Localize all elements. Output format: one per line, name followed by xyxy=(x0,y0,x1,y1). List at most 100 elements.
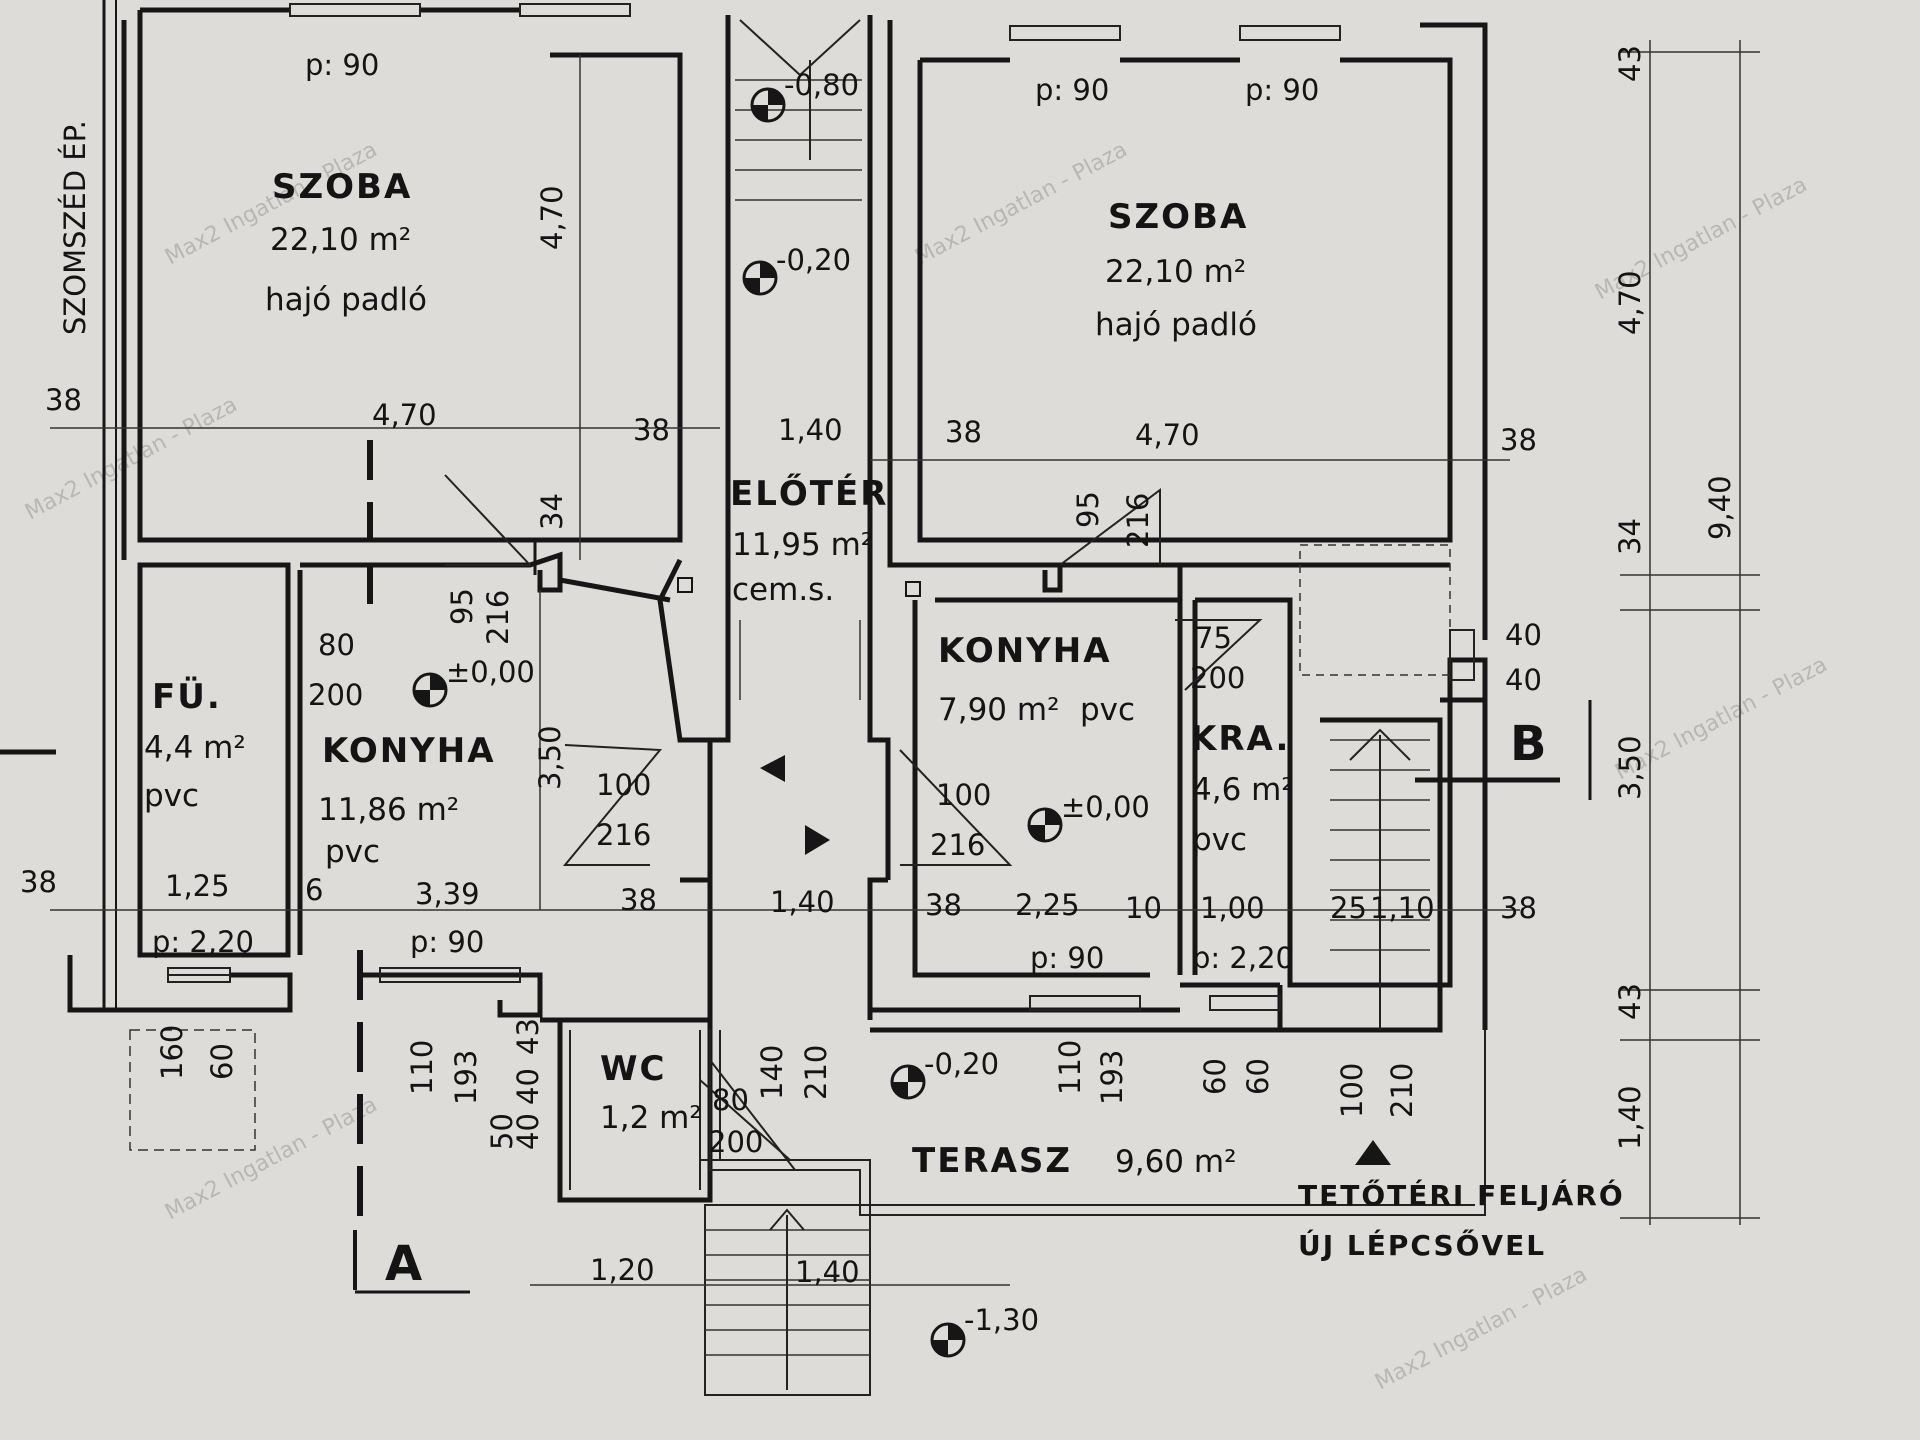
stair-attic xyxy=(1299,544,1451,1030)
dim-label: 60 xyxy=(1198,1058,1232,1095)
window-label: p: 90 xyxy=(1035,73,1109,107)
level-label: ±0,00 xyxy=(1061,790,1150,824)
window-label: p: 90 xyxy=(410,925,484,959)
level-label: -0,80 xyxy=(784,68,859,102)
room-area: 1,2 m² xyxy=(600,1100,702,1136)
room-name: TERASZ xyxy=(912,1141,1072,1181)
dim-label: 50 xyxy=(485,1113,519,1150)
room-area: 22,10 m² xyxy=(1105,254,1246,290)
dim-label: 43 xyxy=(1613,45,1647,82)
dim-label: 1,40 xyxy=(778,413,843,447)
door-label: 100 xyxy=(936,778,991,812)
level-marker: -0,20 xyxy=(742,243,851,296)
attic-access-label-2: ÚJ LÉPCSŐVEL xyxy=(1298,1228,1546,1262)
dim-label: 43 xyxy=(511,1018,545,1055)
neighbor-building-label: SZOMSZÉD ÉP. xyxy=(58,120,92,335)
room-name: KONYHA xyxy=(322,731,496,771)
dim-label: 25 xyxy=(1330,891,1367,925)
room-area: 4,4 m² xyxy=(144,730,246,766)
dim-label: 38 xyxy=(925,888,962,922)
door-swings xyxy=(444,474,1263,1171)
windows xyxy=(167,3,1475,1011)
door-label: 40 xyxy=(1505,663,1542,697)
section-a-label: A xyxy=(385,1236,422,1292)
level-markers: -0,80 -0,20 ±0,00 ±0,00 -0,20 -1,30 xyxy=(412,68,1150,1358)
room-name: FÜ. xyxy=(152,676,222,717)
room-name: SZOBA xyxy=(1108,197,1248,237)
room-floor: pvc xyxy=(1192,822,1247,858)
section-marker-a: A xyxy=(353,440,470,1294)
room-floor: pvc xyxy=(325,834,380,870)
dim-label: 34 xyxy=(1613,518,1647,555)
dim-label: 1,40 xyxy=(1613,1085,1647,1150)
dim-label: 38 xyxy=(1500,891,1537,925)
dim-label: 6 xyxy=(305,873,323,907)
dim-label: 4,70 xyxy=(372,398,437,432)
room-floor: pvc xyxy=(144,778,199,814)
dim-label: 1,40 xyxy=(770,885,835,919)
dim-label: 3,50 xyxy=(1613,735,1647,800)
dimension-labels: 38 4,70 38 1,40 38 4,70 38 38 1,25 6 3,3… xyxy=(20,45,1737,1289)
arrow-up-icon xyxy=(1355,1140,1391,1165)
dim-label: 40 xyxy=(511,1113,545,1150)
room-area: 7,90 m² xyxy=(938,692,1060,728)
room-floor: pvc xyxy=(1080,692,1135,728)
room-floor: hajó padló xyxy=(1095,307,1257,343)
window-label: p: 2,20 xyxy=(1192,941,1294,975)
room-area: 22,10 m² xyxy=(270,222,411,258)
level-marker: ±0,00 xyxy=(412,655,535,708)
room-area: 11,86 m² xyxy=(318,792,459,828)
column-marker xyxy=(677,577,693,593)
dim-label: 1,20 xyxy=(590,1253,655,1287)
window-label: p: 90 xyxy=(305,48,379,82)
dim-label: 38 xyxy=(45,383,82,417)
section-marker-b: B xyxy=(1415,700,1592,800)
dimension-lines xyxy=(50,40,1760,1286)
room-name: SZOBA xyxy=(272,167,412,207)
dim-label: 34 xyxy=(535,493,569,530)
dim-label: 3,50 xyxy=(533,725,567,790)
dim-label: 60 xyxy=(205,1043,239,1080)
door-label: 216 xyxy=(481,590,515,645)
dim-label: 4,70 xyxy=(535,185,569,250)
arrows xyxy=(760,755,1391,1165)
level-label: -0,20 xyxy=(776,243,851,277)
dim-label: 9,40 xyxy=(1703,475,1737,540)
window-label: p: 2,20 xyxy=(152,925,254,959)
window-labels: p: 90 p: 90 p: 90 p: 2,20 p: 90 p: 90 p:… xyxy=(152,48,1319,975)
level-label: -0,20 xyxy=(924,1047,999,1081)
room-area: 11,95 m² xyxy=(732,527,873,563)
dim-label: 60 xyxy=(1241,1058,1275,1095)
dim-label: 1,25 xyxy=(165,869,230,903)
room-name: ELŐTÉR xyxy=(730,473,888,514)
room-name: KRA. xyxy=(1190,719,1290,759)
level-marker: ±0,00 xyxy=(1027,790,1150,843)
door-label: 210 xyxy=(799,1045,833,1100)
door-labels: 95 216 80 200 100 216 100 216 95 216 75 … xyxy=(308,491,1542,1159)
door-label: 75 xyxy=(1195,621,1232,655)
door-label: 216 xyxy=(930,828,985,862)
dim-label: 38 xyxy=(1500,423,1537,457)
arrow-right-icon xyxy=(805,825,830,855)
door-label: 100 xyxy=(1335,1063,1369,1118)
dim-label: 43 xyxy=(1613,983,1647,1020)
door-label: 216 xyxy=(1121,493,1155,548)
dim-label: 38 xyxy=(20,865,57,899)
dim-label: 38 xyxy=(633,413,670,447)
level-marker: -0,20 xyxy=(890,1047,999,1100)
dim-label: 4,70 xyxy=(1613,270,1647,335)
dim-label: 193 xyxy=(1095,1050,1129,1105)
attic-access-label: TETŐTÉRI FELJÁRÓ xyxy=(1298,1178,1625,1212)
room-name: KONYHA xyxy=(938,631,1112,671)
dim-label: 4,70 xyxy=(1135,418,1200,452)
column-marker xyxy=(905,581,921,597)
window-label: p: 90 xyxy=(1245,73,1319,107)
level-marker: -0,80 xyxy=(750,68,859,123)
window-label: p: 90 xyxy=(1030,941,1104,975)
dim-label: 38 xyxy=(620,883,657,917)
dim-label: 3,39 xyxy=(415,877,480,911)
level-marker: -1,30 xyxy=(930,1303,1039,1358)
dim-label: 38 xyxy=(945,415,982,449)
dim-label: 1,10 xyxy=(1370,891,1435,925)
